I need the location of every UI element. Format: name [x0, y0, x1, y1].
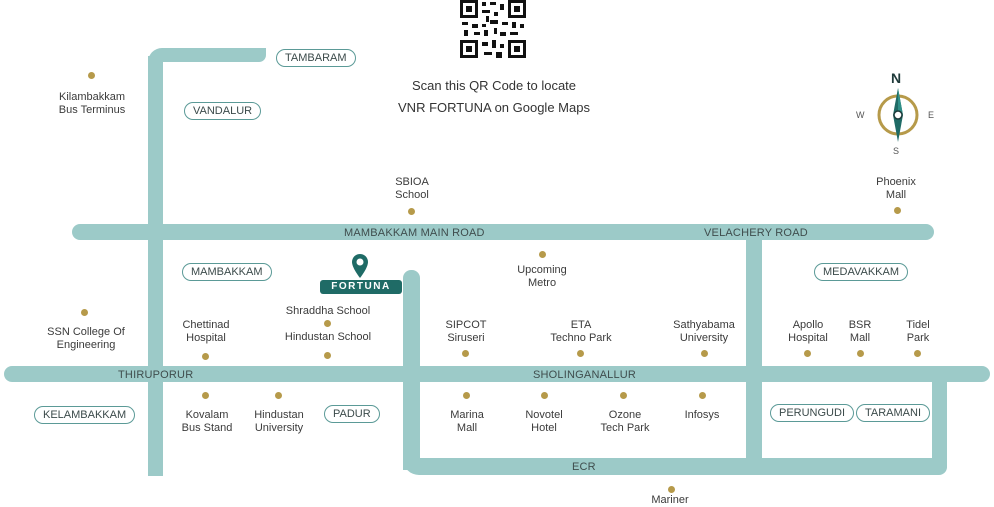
compass: N W E S [852, 70, 942, 160]
area-padur: PADUR [324, 405, 380, 423]
road-tambaram-vertical [148, 56, 163, 476]
qr-caption-line1: Scan this QR Code to locate [411, 78, 577, 93]
compass-west-label: W [856, 110, 865, 120]
fortuna-pin-icon [352, 254, 368, 278]
dot-kilambakkam [88, 72, 95, 79]
road-ecr-vertical [403, 270, 420, 470]
dot-kovalam [202, 392, 209, 399]
dot-chettinad [202, 353, 209, 360]
area-vandalur: VANDALUR [184, 102, 262, 120]
area-medavakkam: MEDAVAKKAM [814, 263, 908, 281]
area-kelambakkam: KELAMBAKKAM [34, 406, 136, 424]
area-perungudi: PERUNGUDI [770, 404, 855, 422]
dot-ssn [81, 309, 88, 316]
compass-south-label: S [893, 146, 900, 156]
dot-tidel [914, 350, 921, 357]
fortuna-badge: FORTUNA [320, 280, 402, 294]
road-label-mambakkam-main: MAMBAKKAM MAIN ROAD [344, 227, 485, 239]
dot-novotel [541, 392, 548, 399]
compass-north-label: N [891, 70, 902, 86]
dot-hindustan-univ [275, 392, 282, 399]
dot-infosys [699, 392, 706, 399]
dot-marina [463, 392, 470, 399]
road-label-sholinganallur: SHOLINGANALLUR [533, 369, 637, 381]
road-medavakkam-vertical [746, 232, 762, 474]
dot-bottom-cut [668, 486, 675, 493]
fortuna-name: FORTUNA [331, 281, 391, 292]
label-hindustan-school: Hindustan School [284, 331, 372, 343]
dot-sipcot [462, 350, 469, 357]
road-tambaram-top [148, 48, 266, 62]
label-shraddha: Shraddha School [285, 305, 371, 317]
road-label-velachery: VELACHERY ROAD [704, 227, 808, 239]
dot-sbioa [408, 208, 415, 215]
label-bottom-cut: Mariner [651, 494, 689, 506]
dot-eta [577, 350, 584, 357]
qr-caption-line2: VNR FORTUNA on Google Maps [398, 100, 590, 115]
qr-code [460, 0, 526, 62]
area-tambaram: TAMBARAM [276, 49, 356, 67]
dot-sathyabama [701, 350, 708, 357]
dot-hindustan-school [324, 352, 331, 359]
dot-apollo [804, 350, 811, 357]
dot-ozone [620, 392, 627, 399]
road-perungudi-right [932, 372, 947, 474]
road-ecr [403, 458, 947, 475]
compass-east-label: E [928, 110, 935, 120]
road-label-ecr: ECR [572, 461, 596, 473]
compass-rose-icon [877, 88, 919, 142]
road-mambakkam-main [72, 224, 934, 240]
dot-phoenix [894, 207, 901, 214]
dot-metro [539, 251, 546, 258]
area-taramani: TARAMANI [856, 404, 931, 422]
road-thiruporur [4, 366, 990, 382]
dot-shraddha [324, 320, 331, 327]
road-label-thiruporur: THIRUPORUR [118, 369, 194, 381]
label-infosys: Infosys [684, 409, 720, 421]
area-mambakkam: MAMBAKKAM [182, 263, 272, 281]
dot-bsr [857, 350, 864, 357]
